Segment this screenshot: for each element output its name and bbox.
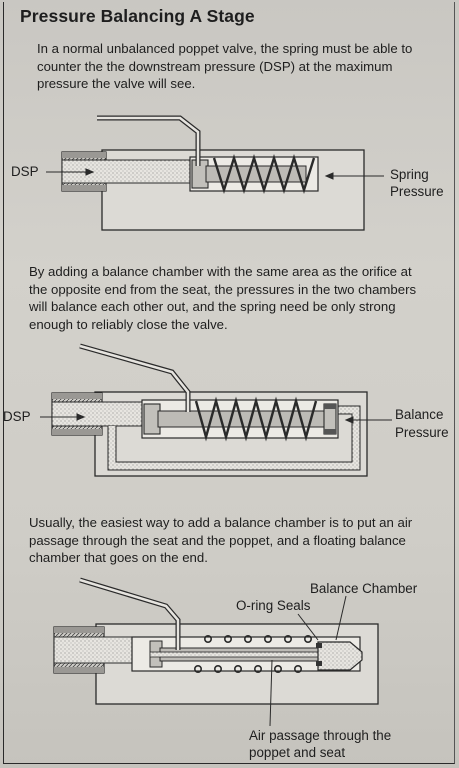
diagram2-balance-label: Balance (395, 407, 444, 422)
diagram3-air-passage-label-2: poppet and seat (249, 745, 346, 760)
balance-paragraph: By adding a balance chamber with the sam… (29, 264, 417, 332)
diagram3-oring-label: O-ring Seals (236, 598, 311, 613)
diagram3-balance-chamber-label: Balance Chamber (310, 581, 418, 596)
diagram1-spring-label: Spring (390, 167, 429, 182)
diagram1-pressure-label: Pressure (390, 184, 444, 199)
diagram1-dsp-label: DSP (11, 164, 39, 179)
diagram2-balanced-valve (40, 343, 392, 477)
diagram3-floating-chamber-valve (53, 577, 379, 727)
diagram3-air-passage-label-1: Air passage through the (249, 728, 392, 743)
page-frame (3, 2, 455, 764)
page-title: Pressure Balancing A Stage (20, 6, 255, 26)
diagram1-unbalanced-valve (46, 115, 384, 231)
air-passage-paragraph: Usually, the easiest way to add a balanc… (29, 515, 413, 566)
intro-paragraph: In a normal unbalanced poppet valve, the… (37, 41, 413, 92)
diagram2-pressure-label: Pressure (395, 425, 449, 440)
diagram2-dsp-label: DSP (3, 409, 31, 424)
